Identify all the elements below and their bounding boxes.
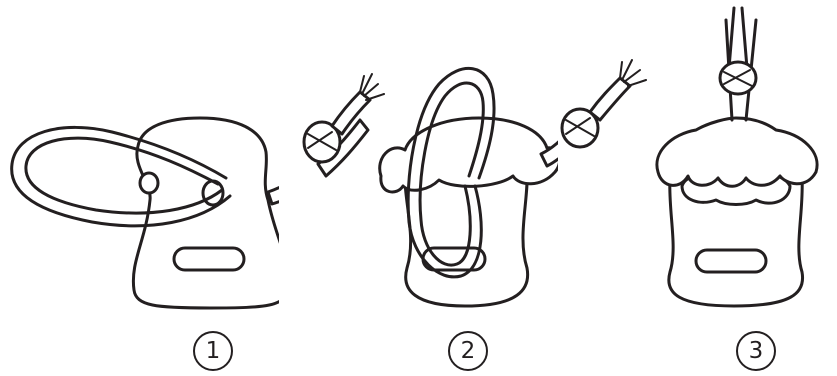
frayed-cord-end-icon	[360, 74, 384, 100]
frayed-cord-end-icon	[620, 60, 646, 86]
